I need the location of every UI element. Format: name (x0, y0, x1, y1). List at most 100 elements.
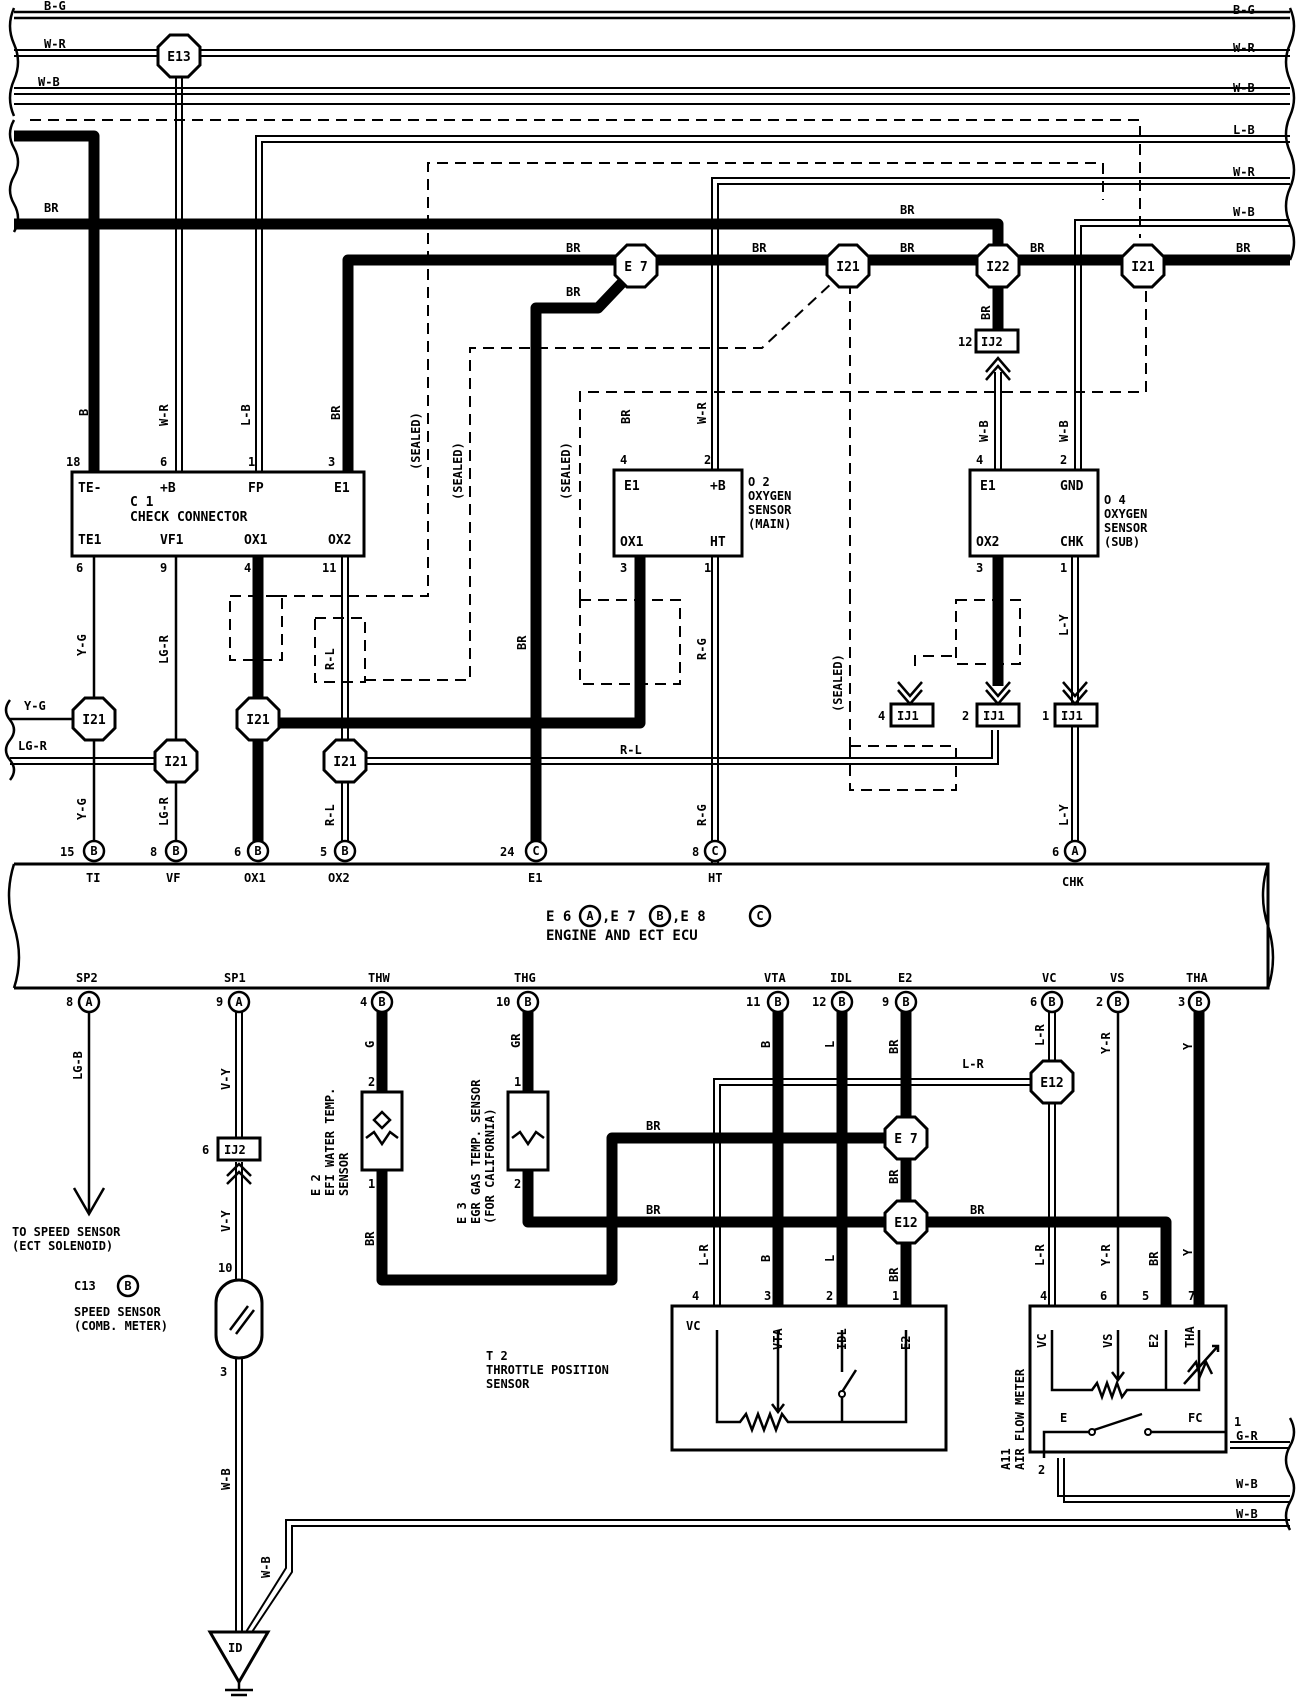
bottom-wire-labels: LG-B V-Y V-Y W-B W-B G BR GR BR BR BR L-… (71, 1024, 1258, 1578)
wire-label: G (363, 1041, 377, 1048)
oxygen-sensor-main: E1 +B OX1 HT 4 2 3 1 O 2 OXYGEN SENSOR (… (612, 453, 792, 575)
svg-text:1: 1 (1042, 709, 1049, 723)
oxygen-sensor-sub: E1 GND OX2 CHK 4 2 3 1 O 4 OXYGEN SENSOR… (968, 453, 1148, 575)
svg-text:6: 6 (1030, 995, 1037, 1009)
svg-text:E2: E2 (1147, 1334, 1161, 1348)
terminal-vc: B 6 VC (1030, 971, 1064, 1014)
wire-label: BR (566, 285, 581, 299)
svg-text:E12: E12 (894, 1216, 917, 1231)
svg-text:11: 11 (746, 995, 760, 1009)
svg-text:VF: VF (166, 871, 180, 885)
terminal-e1: C 24 E1 (500, 839, 548, 885)
sealed-label: (SEALED) (451, 442, 465, 500)
svg-text:15: 15 (60, 845, 74, 859)
component-code: O 4 (1104, 493, 1126, 507)
pin-number: 3 (620, 561, 627, 575)
wire-label: LG-B (71, 1051, 85, 1080)
pin-name: TE1 (78, 533, 102, 548)
svg-text:(ECT SOLENOID): (ECT SOLENOID) (12, 1239, 113, 1253)
wire-label: W-B (259, 1556, 273, 1578)
component-name: AIR FLOW METER (1013, 1368, 1027, 1470)
pin-number: 4 (620, 453, 627, 467)
egr-temp-sensor: 1 2 E 3 EGR GAS TEMP. SENSOR (FOR CALIFO… (455, 1075, 550, 1224)
svg-text:E: E (1060, 1411, 1067, 1425)
wire-label: L (823, 1041, 837, 1048)
wire-label: R-G (695, 804, 709, 826)
svg-text:10: 10 (218, 1261, 232, 1275)
wire-label: Y (1181, 1042, 1195, 1050)
splice-e13: E13 (156, 33, 202, 79)
wire-label: W-B (1233, 205, 1255, 219)
terminal-chk: A 6 CHK (1052, 839, 1087, 889)
wire-label: L-R (697, 1244, 711, 1266)
splice-e7-bottom: E 7 (883, 1115, 929, 1161)
svg-text:1: 1 (892, 1289, 899, 1303)
svg-text:TO SPEED SENSOR: TO SPEED SENSOR (12, 1225, 121, 1239)
terminal-thg: B 10 THG (496, 971, 540, 1014)
svg-text:4: 4 (878, 709, 885, 723)
splice-i21-right: I21 (1120, 243, 1166, 289)
component-name: (FOR CALIFORNIA) (483, 1108, 497, 1224)
wire-label: BR (979, 305, 993, 320)
wire-label: B (759, 1255, 773, 1262)
top-bus-wires (8, 7, 1296, 872)
svg-text:E2: E2 (898, 971, 912, 985)
signal-wires (10, 56, 1079, 850)
svg-text:3: 3 (1178, 995, 1185, 1009)
svg-text:9: 9 (216, 995, 223, 1009)
wire-label: W-R (1233, 165, 1255, 179)
junction-ij1-b: IJ1 2 (962, 681, 1021, 728)
pin-number: 3 (976, 561, 983, 575)
svg-text:8: 8 (150, 845, 157, 859)
svg-text:A: A (235, 995, 243, 1009)
wire-label: Y (1181, 1248, 1195, 1256)
svg-text:A: A (586, 909, 594, 923)
svg-text:C: C (711, 844, 718, 858)
svg-text:6: 6 (1052, 845, 1059, 859)
wire-label: W-B (219, 1468, 233, 1490)
splice-i22: I22 (975, 243, 1021, 289)
svg-text:TI: TI (86, 871, 100, 885)
svg-text:VS: VS (1110, 971, 1124, 985)
svg-text:B: B (838, 995, 845, 1009)
wire-label: Y-G (24, 699, 46, 713)
svg-text:2: 2 (1096, 995, 1103, 1009)
svg-text:FC: FC (1188, 1411, 1202, 1425)
wire-label: W-R (695, 402, 709, 424)
svg-text:2: 2 (826, 1289, 833, 1303)
svg-text:,E 7: ,E 7 (602, 909, 636, 925)
ground-id: ID (207, 1630, 271, 1697)
svg-text:6: 6 (1100, 1289, 1107, 1303)
wire-label: V-Y (219, 1210, 233, 1232)
component-code: E 2 (309, 1174, 323, 1196)
terminal-ht: C 8 HT (692, 839, 727, 885)
junction-ij2-bottom: IJ2 6 (202, 1136, 262, 1185)
wire-label: L-B (239, 404, 253, 426)
wire-label: L-R (962, 1057, 984, 1071)
pin-name: FP (248, 481, 264, 496)
pin-number: 2 (1060, 453, 1067, 467)
svg-text:E1: E1 (528, 871, 542, 885)
svg-text:THA: THA (1186, 971, 1208, 985)
svg-text:I21: I21 (333, 755, 357, 770)
splice-i21-top: I21 (825, 243, 871, 289)
wire-label: B-G (44, 0, 66, 13)
terminal-ox1: B 6 OX1 (234, 839, 270, 885)
component-name: (COMB. METER) (74, 1319, 168, 1333)
pin-number: 1 (704, 561, 711, 575)
component-code: A11 (999, 1448, 1013, 1470)
wire-label: BR (44, 201, 59, 215)
svg-text:B: B (378, 995, 385, 1009)
svg-text:8: 8 (66, 995, 73, 1009)
component-code: C 1 (130, 495, 154, 510)
pin-name: +B (160, 481, 176, 496)
svg-text:VC: VC (686, 1319, 700, 1333)
wire-label: BR (900, 203, 915, 217)
bus-labels: B-G B-G W-R W-R W-B W-B L-B W-R W-B BR B… (38, 0, 1255, 299)
svg-text:B: B (524, 995, 531, 1009)
throttle-position-sensor: 4 3 2 1 VC VTA IDL E2 T 2 THROTTLE POSIT… (486, 1289, 948, 1452)
wire-label: Y-G (75, 634, 89, 656)
svg-text:9: 9 (882, 995, 889, 1009)
check-connector: TE- +B FP E1 C 1 CHECK CONNECTOR TE1 VF1… (66, 455, 366, 575)
svg-text:A: A (1071, 844, 1079, 858)
